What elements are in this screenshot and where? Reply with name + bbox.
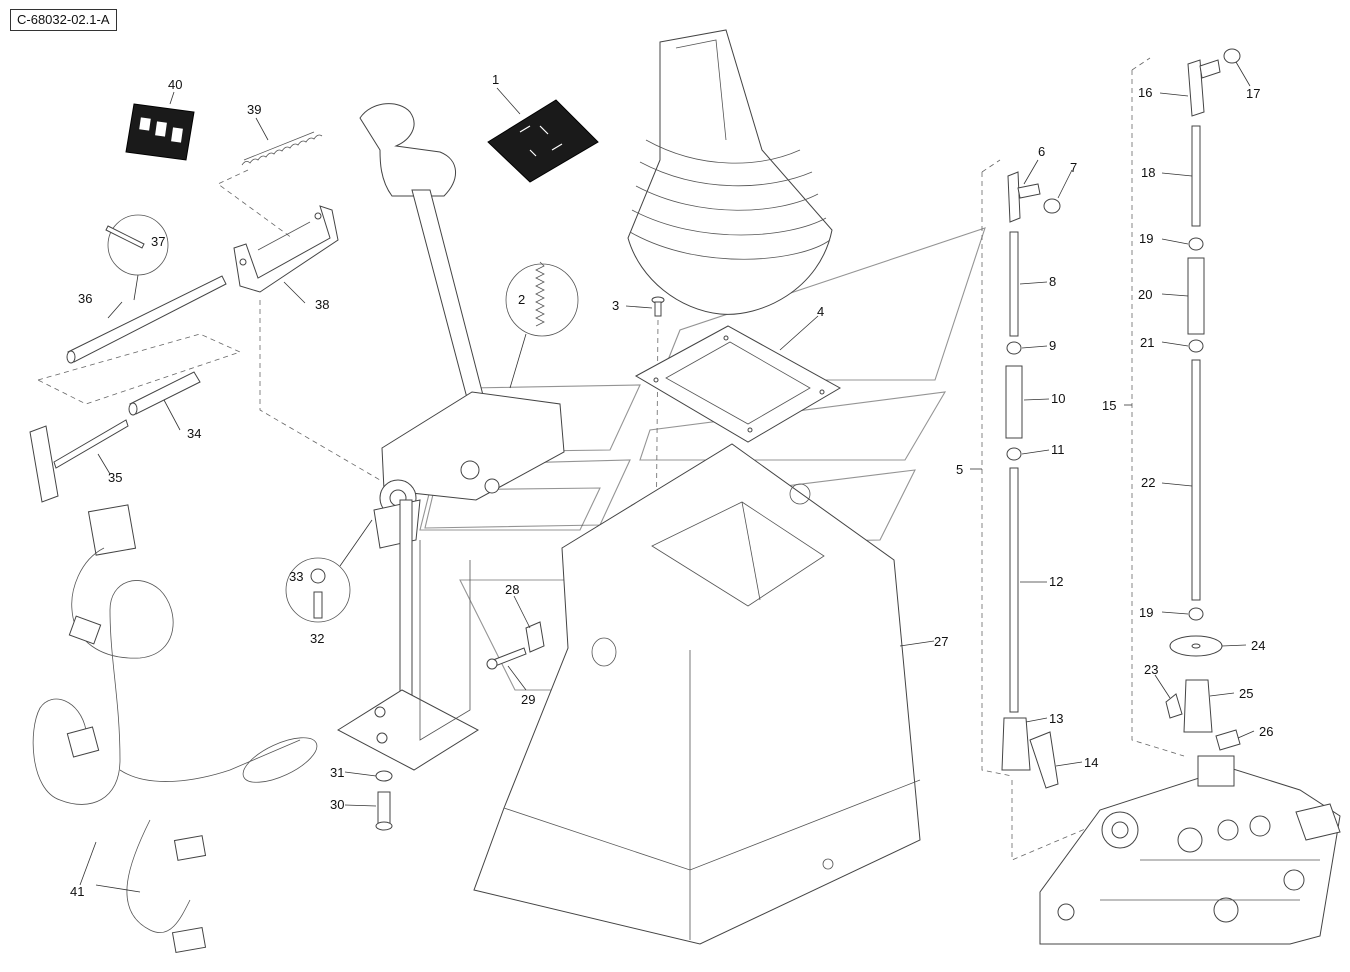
callout-13: 13 — [1049, 711, 1063, 726]
clip-screw-part — [486, 609, 579, 670]
callout-36: 36 — [78, 291, 92, 306]
callout-38: 38 — [315, 297, 329, 312]
spring-part — [217, 131, 323, 239]
callout-22: 22 — [1141, 475, 1155, 490]
linkage-rod-assembly-5 — [981, 159, 1131, 861]
leader-lines — [79, 61, 1255, 893]
callout-31: 31 — [330, 765, 344, 780]
callout-15: 15 — [1102, 398, 1116, 413]
callout-17: 17 — [1246, 86, 1260, 101]
callout-16: 16 — [1138, 85, 1152, 100]
callout-4: 4 — [817, 304, 824, 319]
linkage-rod-assembly-15 — [1131, 48, 1241, 757]
console-housing-part — [473, 443, 921, 945]
callout-23: 23 — [1144, 662, 1158, 677]
callout-25: 25 — [1239, 686, 1253, 701]
rubber-boot-part — [627, 29, 833, 315]
control-lever-assembly — [336, 103, 565, 771]
bracket-part — [233, 205, 381, 481]
cover-plate-part — [634, 325, 842, 443]
t-handle-part — [29, 419, 129, 503]
callout-20: 20 — [1138, 287, 1152, 302]
callout-30: 30 — [330, 797, 344, 812]
callout-9: 9 — [1049, 338, 1056, 353]
hydraulic-valve-block — [1039, 755, 1341, 945]
safety-lock-decal-icon — [125, 103, 195, 161]
callout-8: 8 — [1049, 274, 1056, 289]
callout-26: 26 — [1259, 724, 1273, 739]
callout-14: 14 — [1084, 755, 1098, 770]
callout-39: 39 — [247, 102, 261, 117]
callout-1: 1 — [492, 72, 499, 87]
callout-19-lower: 19 — [1139, 605, 1153, 620]
callout-29: 29 — [521, 692, 535, 707]
callout-28: 28 — [505, 582, 519, 597]
tube-part — [128, 371, 201, 416]
wire-harness-part — [32, 504, 318, 954]
washer-bolt-part — [375, 770, 393, 831]
callout-27: 27 — [934, 634, 948, 649]
callout-10: 10 — [1051, 391, 1065, 406]
drawing-reference: C-68032-02.1-A — [10, 9, 117, 31]
callout-24: 24 — [1251, 638, 1265, 653]
callout-18: 18 — [1141, 165, 1155, 180]
spring-2-detail — [505, 261, 579, 389]
callout-33: 33 — [289, 569, 303, 584]
callout-19-upper: 19 — [1139, 231, 1153, 246]
callout-21: 21 — [1140, 335, 1154, 350]
rod-part — [36, 275, 242, 405]
control-pattern-decal-icon — [487, 99, 599, 183]
nut-bolt-detail — [285, 519, 373, 623]
callout-labels: 40 39 1 37 36 38 2 3 4 34 35 33 32 28 29… — [70, 72, 1273, 899]
callout-34: 34 — [187, 426, 201, 441]
callout-12: 12 — [1049, 574, 1063, 589]
pin-detail — [105, 214, 169, 301]
callout-6: 6 — [1038, 144, 1045, 159]
callout-5: 5 — [956, 462, 963, 477]
callout-35: 35 — [108, 470, 122, 485]
callout-40: 40 — [168, 77, 182, 92]
callout-7: 7 — [1070, 160, 1077, 175]
callout-3: 3 — [612, 298, 619, 313]
callout-37: 37 — [151, 234, 165, 249]
callout-11: 11 — [1051, 442, 1065, 457]
callout-41: 41 — [70, 884, 84, 899]
callout-32: 32 — [310, 631, 324, 646]
callout-2: 2 — [518, 292, 525, 307]
